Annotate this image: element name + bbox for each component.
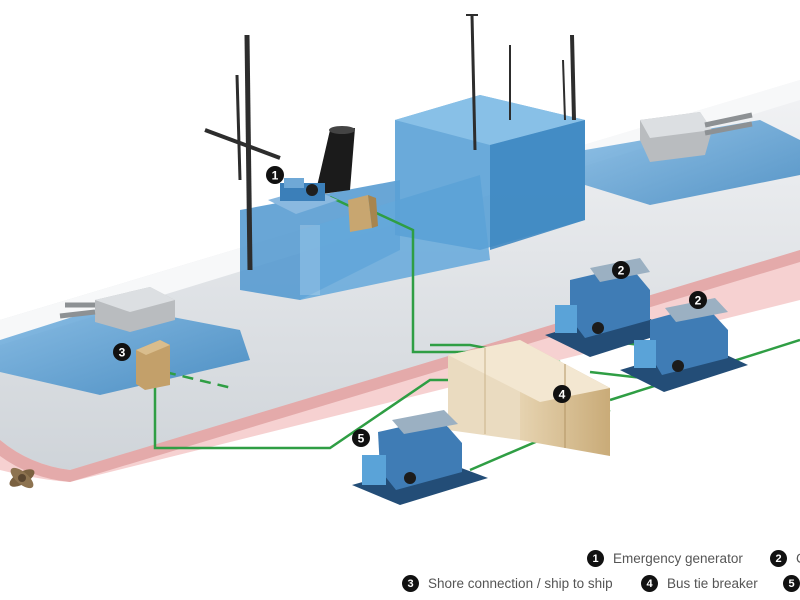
marker-4: 4 (553, 385, 571, 403)
marker-2-generator-a: 2 (612, 261, 630, 279)
svg-text:2: 2 (695, 294, 702, 308)
svg-text:5: 5 (358, 432, 365, 446)
bus-tie-breaker-switchboard (448, 340, 610, 456)
legend-label-4: Bus tie breaker (667, 576, 758, 591)
svg-text:4: 4 (559, 388, 566, 402)
legend-badge-5: 5 (783, 575, 800, 592)
legend-badge-3: 3 (402, 575, 419, 592)
legend-item-4: 4 Bus tie breaker (641, 575, 758, 592)
legend-label-3: Shore connection / ship to ship (428, 576, 613, 591)
emergency-panel-box (348, 195, 378, 232)
legend-badge-1: 1 (587, 550, 604, 567)
aft-gun-turret (59, 287, 175, 332)
marker-2-generator-b: 2 (689, 291, 707, 309)
legend: 1 Emergency generator 2 C 3 Shore connec… (0, 540, 800, 600)
legend-item-2: 2 C (770, 550, 800, 567)
marker-5: 5 (352, 429, 370, 447)
svg-text:3: 3 (119, 346, 126, 360)
legend-badge-2: 2 (770, 550, 787, 567)
marker-1: 1 (266, 166, 284, 184)
legend-item-3: 3 Shore connection / ship to ship (402, 575, 613, 592)
forward-deck (585, 120, 800, 205)
main-generator-b (620, 298, 748, 392)
superstructure (240, 95, 585, 300)
forward-gun-turret (640, 112, 753, 162)
masts (204, 14, 576, 271)
funnel (315, 126, 355, 195)
legend-label-2: C (796, 551, 800, 566)
marker-3: 3 (113, 343, 131, 361)
legend-label-1: Emergency generator (613, 551, 743, 566)
legend-item-5: 5 (783, 575, 800, 592)
svg-text:1: 1 (272, 169, 279, 183)
legend-item-1: 1 Emergency generator (587, 550, 743, 567)
shore-connection-box (136, 340, 170, 390)
propeller-icon (9, 467, 35, 489)
harbour-generator (352, 410, 488, 505)
emergency-generator (268, 178, 338, 214)
svg-text:2: 2 (618, 264, 625, 278)
legend-badge-4: 4 (641, 575, 658, 592)
